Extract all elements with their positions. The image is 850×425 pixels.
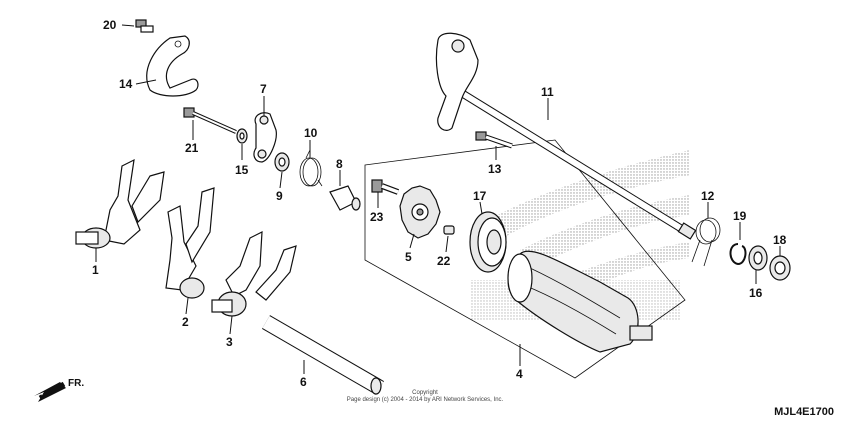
front-label: FR.	[68, 378, 84, 389]
callout-15: 15	[235, 163, 249, 177]
callout-10: 10	[304, 126, 318, 140]
part-17-bearing	[469, 211, 507, 273]
callout-7: 7	[260, 82, 267, 96]
part-2-shift-fork	[165, 187, 215, 299]
callout-2: 2	[182, 315, 189, 329]
callout-19: 19	[733, 209, 747, 223]
callout-3: 3	[226, 335, 233, 349]
part-12-return-spring	[691, 217, 721, 267]
copyright-line-1: Copyright	[412, 390, 438, 396]
part-5-shift-drum-center	[399, 185, 441, 239]
callout-8: 8	[336, 157, 343, 171]
part-8-pin	[329, 185, 361, 211]
callout-20: 20	[103, 18, 117, 32]
callout-5: 5	[405, 250, 412, 264]
callout-22: 22	[437, 254, 451, 268]
callout-17: 17	[473, 189, 487, 203]
part-16-washer	[748, 245, 768, 271]
part-21-bolt	[183, 107, 237, 134]
diagram-code: MJL4E1700	[774, 406, 834, 418]
callout-11: 11	[541, 85, 554, 99]
callout-21: 21	[185, 141, 199, 155]
leader-lines	[95, 24, 781, 374]
callout-23: 23	[370, 210, 384, 224]
part-3-shift-fork	[211, 230, 297, 317]
part-4-shift-drum	[507, 250, 653, 353]
callout-16: 16	[749, 286, 763, 300]
part-9-collar	[274, 152, 290, 172]
callout-14: 14	[119, 77, 133, 91]
callout-9: 9	[276, 189, 283, 203]
copyright-line-2: Page design (c) 2004 - 2014 by ARI Netwo…	[347, 397, 504, 403]
part-1-shift-fork	[75, 158, 165, 249]
callout-4: 4	[516, 367, 523, 381]
part-11-gearshift-spindle	[435, 32, 697, 240]
part-14-stopper-plate	[146, 35, 199, 97]
callout-1: 1	[92, 263, 99, 277]
part-10-spring	[299, 149, 323, 187]
part-22-dowel-pin	[443, 225, 455, 235]
part-18-oil-seal	[769, 255, 791, 281]
part-15-washer	[236, 128, 248, 144]
part-7-stopper-arm	[253, 112, 277, 163]
callout-13: 13	[488, 162, 502, 176]
callout-12: 12	[701, 189, 715, 203]
part-6-fork-shaft	[261, 315, 385, 395]
part-13-bolt	[475, 131, 513, 149]
callout-6: 6	[300, 375, 307, 389]
part-19-circlip	[729, 243, 747, 266]
part-23-bolt	[371, 179, 400, 195]
callout-18: 18	[773, 233, 787, 247]
callout-labels: 20 14 21 15 7 9 10 8 23 5 22 17 13 11 12…	[92, 18, 787, 389]
part-20-bolt	[135, 19, 154, 33]
front-direction-arrow: FR.	[34, 378, 84, 402]
